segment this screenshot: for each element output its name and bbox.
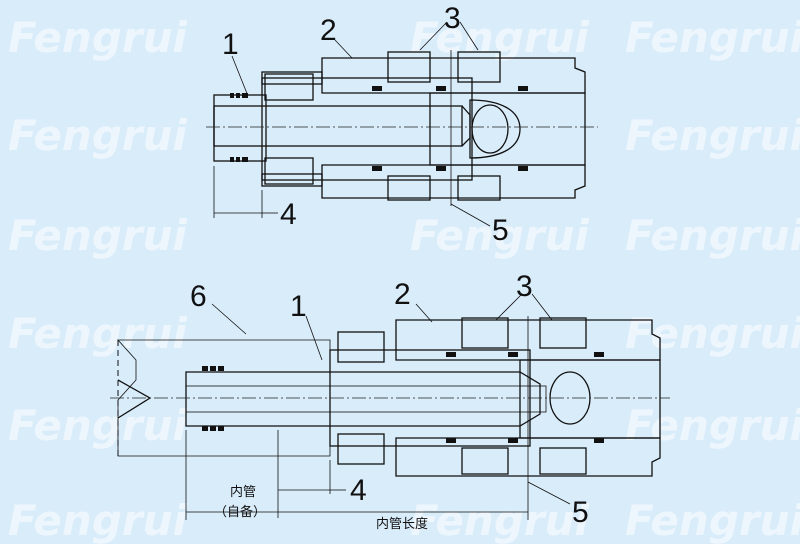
watermark-text: Fengrui: [625, 309, 800, 358]
callout-1: 1: [290, 290, 307, 323]
watermark-text: Fengrui: [8, 13, 187, 62]
inner-tube-bore: [185, 385, 547, 413]
rotor-flange-upper: [261, 71, 323, 85]
watermark-text: Fengrui: [8, 111, 187, 160]
watermark-text: Fengrui: [625, 496, 800, 544]
callout-4: 4: [350, 474, 367, 507]
rotor-nut-top: [337, 331, 385, 363]
rotor-shaft: [261, 77, 473, 181]
housing-lower-half: [321, 164, 586, 199]
watermark-text: Fengrui: [8, 401, 187, 450]
callout-2: 2: [394, 278, 411, 311]
port-lower-right: [539, 447, 587, 475]
watermark-text: Fengrui: [625, 111, 800, 160]
watermark-text: Fengrui: [625, 13, 800, 62]
watermark-text: Fengrui: [8, 309, 187, 358]
housing-cavity-circle: [471, 104, 509, 154]
leader-3b: [459, 21, 479, 51]
port-upper-right: [457, 51, 501, 83]
port-lower-left: [461, 447, 509, 475]
port-lower-right: [457, 175, 501, 201]
callout-6: 6: [190, 280, 207, 313]
housing-upper-half: [395, 319, 661, 361]
leader-3b: [531, 293, 553, 321]
watermark-text: Fengrui: [625, 401, 800, 450]
port-upper-right: [539, 317, 587, 349]
rotor-nut-top: [264, 73, 314, 101]
callout-5: 5: [572, 496, 589, 529]
watermark-text: Fengrui: [410, 496, 589, 544]
callout-2: 2: [320, 14, 337, 47]
leader-2: [415, 303, 433, 323]
callout-3: 3: [444, 2, 461, 35]
bore-end: [461, 105, 471, 147]
label-inner-tube-length: 内管长度: [376, 516, 428, 532]
leader-1: [305, 315, 323, 361]
top-rotary-joint: 1 2 3 4 5: [206, 2, 598, 247]
housing-cavity: [469, 99, 521, 159]
port-lower-left: [387, 175, 431, 201]
callout-3: 3: [516, 270, 533, 303]
leader-1: [231, 55, 249, 97]
rotor-flange-lower: [261, 173, 323, 187]
leader-3a: [495, 293, 523, 321]
bottom-rotary-joint: 6 1 2 3 4 5 内管 （自备） 内管长度: [110, 270, 670, 532]
watermark-text: Fengrui: [625, 211, 800, 260]
watermark-text: Fengrui: [8, 496, 187, 544]
label-self-supplied: （自备）: [214, 504, 266, 520]
rotor-nut-bottom: [264, 157, 314, 185]
leader-6: [211, 303, 247, 335]
watermark-text: Fengrui: [410, 211, 589, 260]
callout-5: 5: [492, 214, 509, 247]
leader-5: [450, 203, 491, 227]
leader-3a: [419, 21, 448, 51]
watermark-layer: Fengrui Fengrui Fengrui Fengrui Fengrui …: [8, 13, 800, 544]
seal-rings-bottom: [202, 352, 604, 443]
label-inner-tube: 内管: [230, 484, 256, 500]
housing-core: [429, 92, 586, 166]
callout-1: 1: [222, 28, 239, 61]
housing-upper-half: [321, 57, 586, 94]
leader-5: [527, 481, 571, 505]
seal-rings-top: [230, 86, 528, 171]
port-upper-left: [461, 317, 509, 349]
leader-2: [334, 39, 353, 59]
inlet-fitting: [213, 94, 267, 162]
port-upper-left: [387, 51, 431, 83]
inner-bore: [213, 105, 463, 147]
inner-tube: [185, 371, 541, 427]
watermark-text: Fengrui: [8, 211, 187, 260]
rotor-nut-bottom: [337, 433, 385, 465]
callout-4: 4: [280, 198, 297, 231]
